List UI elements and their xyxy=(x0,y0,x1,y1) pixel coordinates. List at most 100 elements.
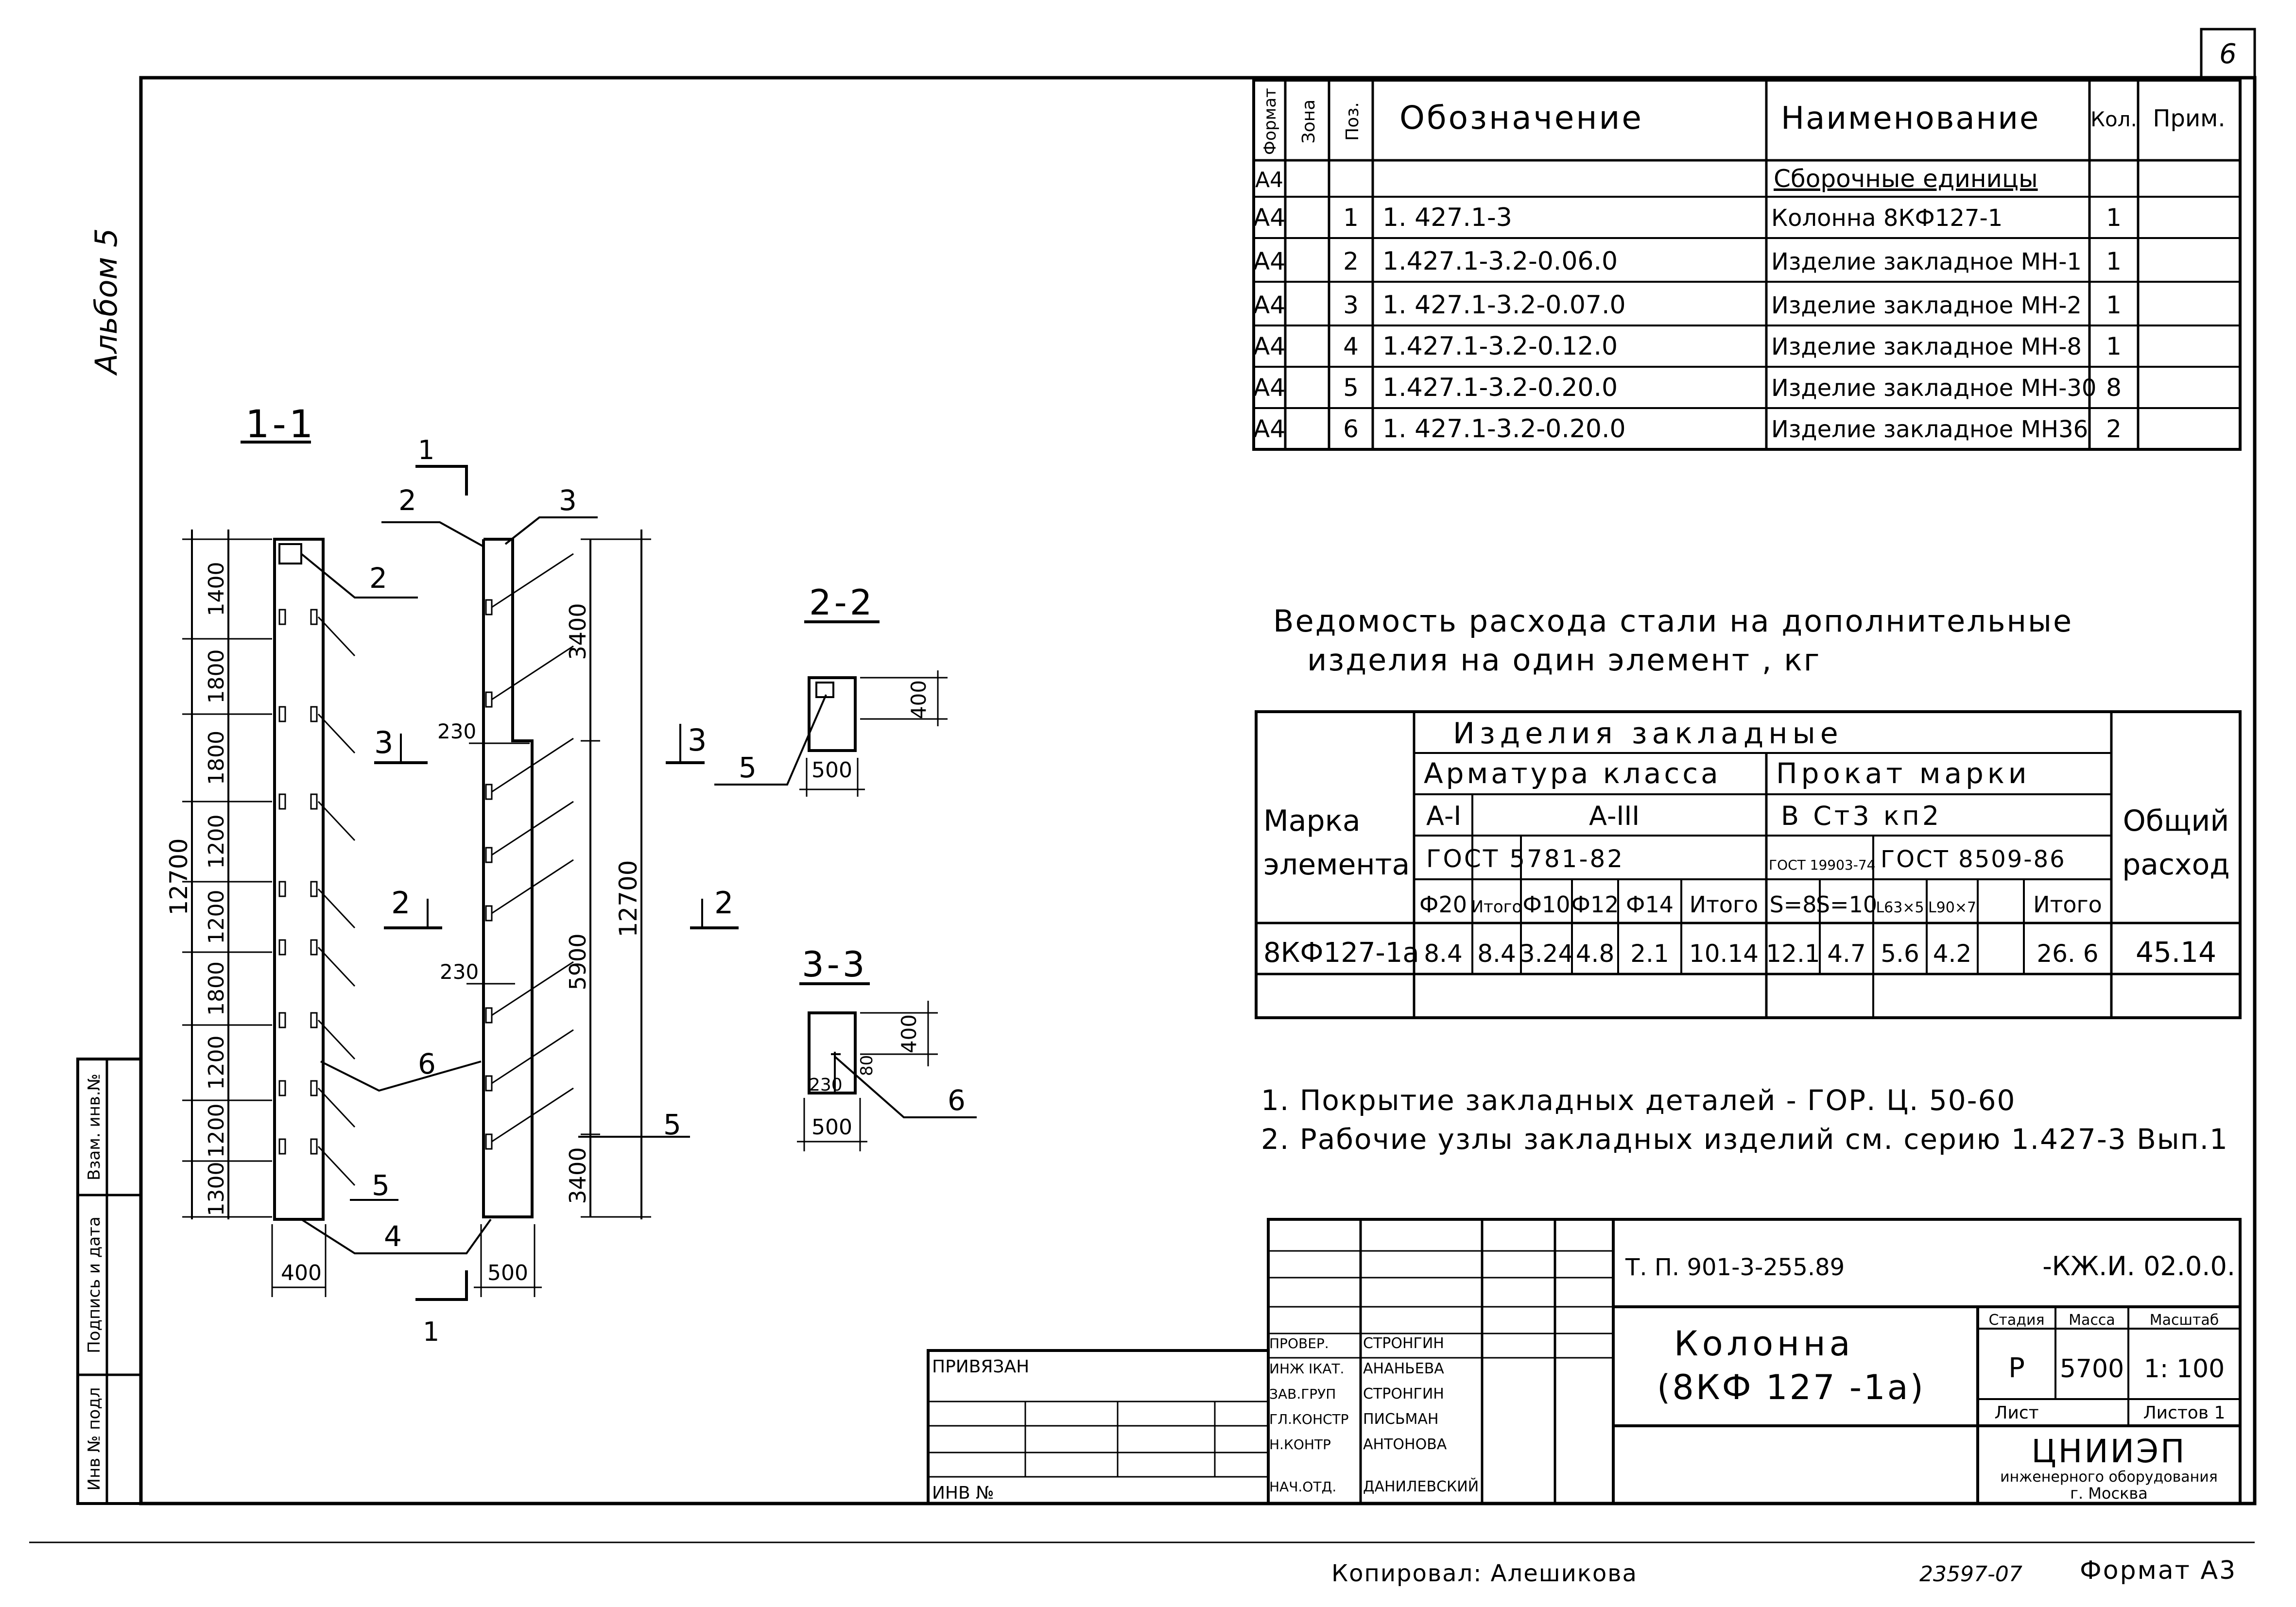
dim-3400-top: 3400 xyxy=(565,603,591,660)
dim-left-4: 1200 xyxy=(204,815,229,869)
dim-400-bottom: 400 xyxy=(281,1261,322,1285)
leader-line xyxy=(317,946,356,987)
steel-subheader-1: Ф20 xyxy=(1419,891,1467,918)
embed-plate xyxy=(278,939,286,956)
steel-h-gost1: ГОСТ 5781-82 xyxy=(1426,845,1624,873)
spec-section-title: Сборочные единицы xyxy=(1774,165,2038,193)
spec-row-6-cell-3: 6 xyxy=(1343,415,1359,443)
scale-value: 1: 100 xyxy=(2144,1354,2225,1384)
signer-role-2: ИНЖ IКАТ. xyxy=(1269,1361,1344,1377)
steel-title-line2: изделия на один элемент , кг xyxy=(1307,642,1821,678)
note-2: 2. Рабочие узлы закладных изделий см. се… xyxy=(1261,1123,2228,1156)
steel-subheader-8: S=10 xyxy=(1816,891,1877,918)
signer-name-2: АНАНЬЕВА xyxy=(1363,1360,1444,1377)
leader-4-label: 4 xyxy=(384,1220,402,1253)
steel-h-marka-1: Марка xyxy=(1263,804,1361,838)
s33-dim-80: 80 xyxy=(857,1055,877,1076)
signer-name-4: ПИСЬМАН xyxy=(1363,1411,1439,1428)
steel-h-armatura: Арматура класса xyxy=(1424,757,1721,790)
stage-label: Стадия xyxy=(1988,1312,2044,1329)
stage-value: Р xyxy=(2008,1352,2025,1384)
steel-row-value-1: 8.4 xyxy=(1424,940,1463,968)
leader-2-top-label: 2 xyxy=(398,484,416,517)
spec-row-3-cell-4: 1. 427.1-3.2-0.07.0 xyxy=(1382,291,1626,320)
drawing-name-1: Колонна xyxy=(1674,1324,1854,1364)
leader-3-label: 3 xyxy=(559,484,577,517)
steel-title-line1: Ведомость расхода стали на дополнительны… xyxy=(1273,603,2073,639)
spec-row-6-cell-5: Изделие закладное МН36 xyxy=(1771,416,2088,443)
dim-left-8: 1200 xyxy=(204,1104,229,1158)
spec-row-2-cell-3: 2 xyxy=(1343,247,1359,275)
s22-leader-5: 5 xyxy=(739,751,757,784)
embed-plate xyxy=(310,1080,318,1096)
spec-header-format: Формат xyxy=(1260,88,1280,155)
copied-by: Копировал: Алешикова xyxy=(1331,1560,1638,1587)
section-3-3-drawing: 3-3 500 230 80 400 6 xyxy=(797,944,977,1151)
leader-line xyxy=(491,553,574,608)
spec-row-1-cell-1: А4 xyxy=(1253,204,1285,232)
s22-dim-400: 400 xyxy=(907,680,931,719)
spec-table xyxy=(1252,79,2242,451)
leader-line xyxy=(317,1145,356,1186)
steel-table xyxy=(1255,710,2242,1019)
spec-row-2-cell-1: А4 xyxy=(1253,247,1285,275)
album-label: Альбом 5 xyxy=(88,228,124,376)
sheet-label: Лист xyxy=(1994,1403,2038,1423)
spec-row-4-cell-5: Изделие закладное МН-8 xyxy=(1771,333,2082,360)
dim-left-6: 1800 xyxy=(204,961,229,1016)
doc-code: Т. П. 901-3-255.89 xyxy=(1625,1254,1845,1281)
embed-plate xyxy=(278,793,286,810)
steel-row-value-10: 4.2 xyxy=(1933,940,1972,968)
title-block xyxy=(927,1218,2242,1505)
embed-plate xyxy=(278,881,286,897)
section-2-2-drawing: 2-2 500 400 5 xyxy=(714,582,948,797)
steel-subheader-2: Итого xyxy=(1471,897,1522,917)
steel-h-gost3: ГОСТ 8509-86 xyxy=(1881,846,2066,873)
steel-subheader-9: L63×5 xyxy=(1876,899,1924,916)
steel-h-izdelia: Изделия закладные xyxy=(1453,717,1843,751)
embed-plate xyxy=(485,905,493,922)
leader-5-right-label: 5 xyxy=(663,1108,681,1141)
steel-h-obshiy-1: Общий xyxy=(2123,804,2229,838)
leader-line xyxy=(317,1019,356,1060)
signer-name-3: СТРОНГИН xyxy=(1363,1385,1444,1402)
spec-row-4-cell-6: 1 xyxy=(2106,332,2122,360)
doc-number: 23597-07 xyxy=(1919,1562,2022,1587)
format-label: Формат А3 xyxy=(2080,1556,2237,1585)
signer-name-5: АНТОНОВА xyxy=(1363,1436,1447,1453)
embed-plate xyxy=(485,599,493,615)
embed-plate xyxy=(485,847,493,863)
dim-3400-bottom: 3400 xyxy=(565,1147,591,1204)
inv-no-label: ИНВ № xyxy=(932,1483,994,1503)
spec-row-1-cell-6: 1 xyxy=(2106,204,2122,232)
leader-line xyxy=(317,616,356,657)
spec-row-3-cell-1: А4 xyxy=(1253,291,1285,319)
dim-left-1: 1400 xyxy=(204,562,229,616)
spec-section-format: А4 xyxy=(1255,168,1283,192)
s33-leader-6: 6 xyxy=(948,1084,966,1117)
steel-h-marka-2: элемента xyxy=(1263,848,1410,882)
spec-row-1-cell-5: Колонна 8КФ127-1 xyxy=(1771,205,2003,232)
signer-role-1: ПРОВЕР. xyxy=(1269,1335,1329,1351)
section-1-1-label: 1-1 xyxy=(245,403,316,446)
spec-header-name: Наименование xyxy=(1781,101,2040,137)
signer-role-4: ГЛ.КОНСТР xyxy=(1269,1411,1349,1427)
cut-3-right: 3 xyxy=(688,722,707,758)
embed-plate xyxy=(310,706,318,722)
dim-230-upper: 230 xyxy=(437,719,476,743)
steel-subheader-4: Ф12 xyxy=(1571,891,1619,918)
side-stamp-invpodl: Инв № подл xyxy=(85,1387,104,1491)
spec-row-5-cell-3: 5 xyxy=(1343,374,1359,402)
embed-plate xyxy=(310,939,318,956)
dim-left-7: 1200 xyxy=(204,1036,229,1090)
side-stamp-signature: Подпись и дата xyxy=(85,1216,104,1353)
steel-h-a1: А-I xyxy=(1426,801,1461,831)
side-stamp-vzam: Взам. инв.№ xyxy=(85,1074,104,1180)
spec-row-4-cell-3: 4 xyxy=(1343,332,1359,360)
leader-2-label: 2 xyxy=(369,562,387,595)
signer-role-5: Н.КОНТР xyxy=(1269,1436,1331,1453)
embed-plate xyxy=(310,609,318,625)
dim-left-9: 1300 xyxy=(204,1162,229,1216)
